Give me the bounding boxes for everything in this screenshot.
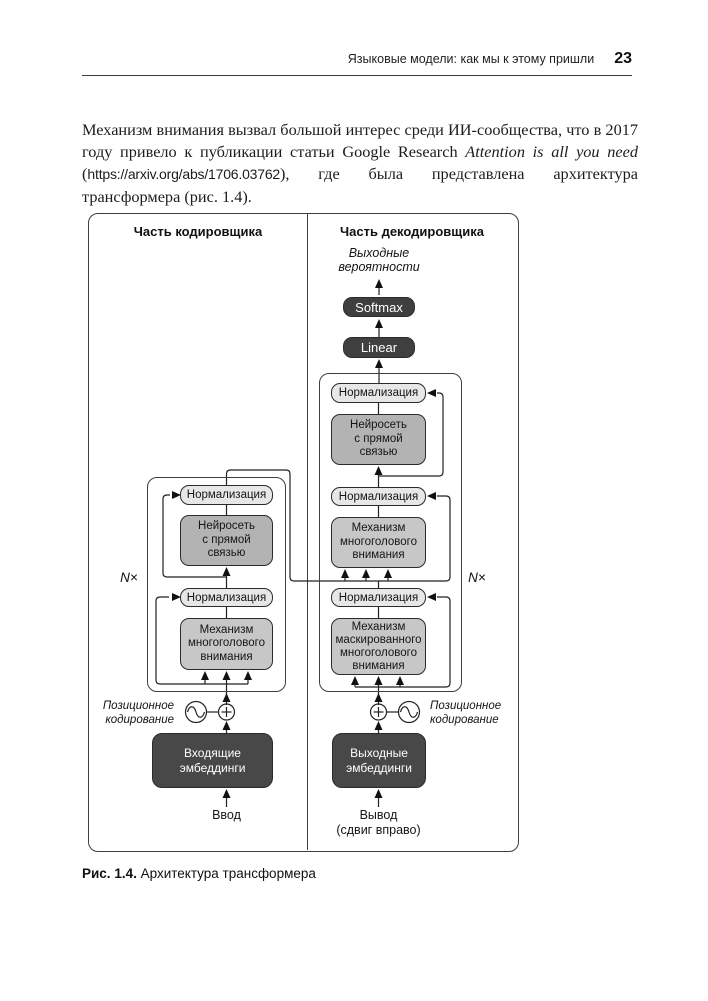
encoder-norm-box-1: Нормализация — [180, 485, 273, 505]
input-embeddings-box: Входящие эмбеддинги — [152, 733, 273, 788]
header-rule — [82, 75, 632, 77]
positional-encoding-label-decoder: Позиционное кодирование — [430, 700, 502, 726]
decoder-ffn-box: Нейросеть с прямой связью — [331, 414, 426, 465]
decoder-norm-box-3: Нормализация — [331, 588, 426, 607]
encoder-ffn-box: Нейросеть с прямой связью — [180, 515, 273, 566]
output-probabilities-label: Выходные вероятности — [338, 246, 420, 274]
decoder-attention-box: Механизм многоголового внимания — [331, 517, 426, 568]
n-times-label-decoder: N× — [468, 570, 486, 585]
running-head: Языковые модели: как мы к этому пришли 2… — [82, 50, 632, 68]
figure-caption-label: Рис. 1.4. — [82, 866, 137, 881]
output-embeddings-box: Выходные эмбеддинги — [332, 733, 426, 788]
paragraph-paren-open: ( — [82, 163, 88, 183]
encoder-container — [147, 477, 286, 692]
decoder-container — [319, 373, 462, 692]
article-title-italic: Attention is all you need — [465, 142, 638, 162]
column-divider — [307, 213, 309, 850]
figure-caption-title: Архитектура трансформера — [136, 866, 316, 881]
linear-box: Linear — [343, 337, 415, 358]
paragraph-text-end: ), где была представлена архитектура тра… — [82, 163, 638, 206]
n-times-label-encoder: N× — [120, 570, 138, 585]
encoder-norm-box-2: Нормализация — [180, 588, 273, 607]
decoder-header: Часть декодировщика — [340, 224, 484, 239]
figure-frame — [88, 213, 519, 852]
body-paragraph: Механизм внимания вызвал большой интерес… — [82, 119, 638, 207]
decoder-masked-attention-box: Механизм маскированного многоголового вн… — [331, 618, 426, 675]
chapter-title: Языковые модели: как мы к этому пришли — [347, 52, 595, 66]
paragraph-text: Механизм внимания вызвал большой интерес… — [82, 120, 638, 162]
arxiv-url: https://arxiv.org/abs/1706.03762 — [87, 165, 281, 182]
positional-encoding-label-encoder: Позиционное кодирование — [102, 700, 174, 726]
decoder-norm-box-2: Нормализация — [331, 487, 426, 506]
softmax-box: Softmax — [343, 297, 415, 317]
encoder-attention-box: Механизм многоголового внимания — [180, 618, 273, 670]
figure-caption: Рис. 1.4. Архитектура трансформера — [82, 866, 316, 881]
page-number: 23 — [614, 50, 632, 67]
input-label: Ввод — [212, 808, 241, 822]
encoder-header: Часть кодировщика — [133, 224, 263, 239]
output-label: Вывод (сдвиг вправо) — [336, 808, 421, 837]
decoder-norm-box-1: Нормализация — [331, 383, 426, 403]
